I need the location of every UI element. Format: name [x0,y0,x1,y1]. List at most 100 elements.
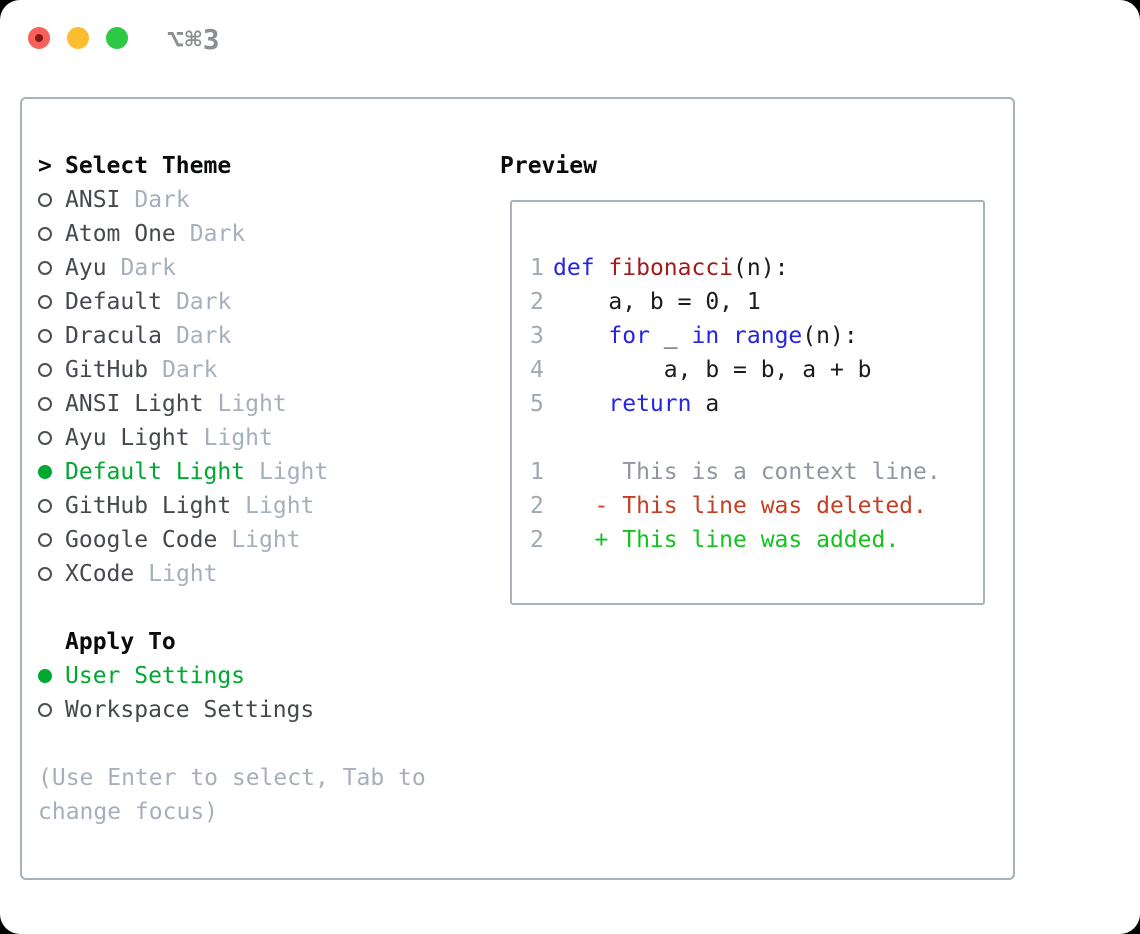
selection-caret: > [38,153,52,179]
code-token-plain [553,391,608,417]
code-line: 2 a, b = 0, 1 [530,285,941,319]
code-token-plain: a, b = 0, 1 [553,289,761,315]
variant-tag: Dark [162,357,218,383]
line-number: 2 [530,493,544,519]
apply-option[interactable]: Workspace Settings [38,693,442,727]
theme-option[interactable]: GitHub Dark [38,353,442,387]
outline-circle-icon [38,193,52,207]
select-theme-title: Select Theme [65,153,232,179]
theme-option[interactable]: Google Code Light [38,523,442,557]
option-label: ANSI [65,187,121,213]
code-token-plain: _ [649,323,692,349]
theme-option[interactable]: GitHub Light Light [38,489,442,523]
option-label: User Settings [65,663,246,689]
outline-circle-icon [38,363,52,377]
code-line: 2 - This line was deleted. [530,489,941,523]
outline-circle-icon [38,227,52,241]
line-number: 2 [530,289,544,315]
filled-circle-icon [38,669,52,683]
code-line: 2 + This line was added. [530,523,941,557]
option-label: GitHub Light [65,493,232,519]
code-line: 4 a, b = b, a + b [530,353,941,387]
variant-tag: Light [231,527,301,553]
option-label: Default Light [65,459,246,485]
option-label: Workspace Settings [65,697,315,723]
theme-option[interactable]: ANSI Light Light [38,387,442,421]
outline-circle-icon [38,499,52,513]
line-number: 5 [530,391,544,417]
outline-circle-icon [38,703,52,717]
code-token-plain: (n): [733,255,789,281]
spacer [38,591,442,625]
theme-option[interactable]: Ayu Light Light [38,421,442,455]
option-label: Google Code [65,527,218,553]
apply-option[interactable]: User Settings [38,659,442,693]
line-number: 1 [530,255,544,281]
line-number: 4 [530,357,544,383]
code-token-deleted: - This line was deleted. [553,493,927,519]
variant-tag: Light [148,561,218,587]
code-token-plain: a [691,391,720,417]
code-token-plain [719,323,733,349]
filled-circle-icon [38,465,52,479]
variant-tag: Light [203,425,273,451]
code-token-keyword: def [553,255,595,281]
titlebar: ⌥⌘3 [0,0,1140,76]
outline-circle-icon [38,329,52,343]
zoom-traffic-light-icon[interactable] [106,27,128,49]
code-token-keyword: in [691,323,720,349]
code-token-plain [553,323,608,349]
outline-circle-icon [38,533,52,547]
variant-tag: Dark [134,187,190,213]
option-label: Atom One [65,221,176,247]
code-token-added: + This line was added. [553,527,900,553]
apply-to-header: Apply To [65,629,176,655]
variant-tag: Dark [189,221,246,247]
code-token-plain: (n): [802,323,858,349]
theme-option[interactable]: Default Dark [38,285,442,319]
variant-tag: Dark [175,289,232,315]
option-label: Ayu Light [65,425,190,451]
variant-tag: Light [217,391,287,417]
code-token-context: This is a context line. [553,459,941,485]
close-traffic-light-icon[interactable] [28,27,50,49]
variant-tag: Light [245,493,315,519]
outline-circle-icon [38,261,52,275]
variant-tag: Light [259,459,329,485]
theme-option[interactable]: Atom One Dark [38,217,442,251]
outline-circle-icon [38,295,52,309]
theme-option[interactable]: ANSI Dark [38,183,442,217]
theme-option[interactable]: Default Light Light [38,455,442,489]
line-number: 2 [530,527,544,553]
window-shortcut-label: ⌥⌘3 [167,23,221,56]
outline-circle-icon [38,397,52,411]
variant-tag: Dark [175,323,232,349]
code-line: 5 return a [530,387,941,421]
minimize-traffic-light-icon[interactable] [67,27,89,49]
close-dot-icon [35,34,43,42]
code-line: 3 for _ in range(n): [530,319,941,353]
help-text: (Use Enter to select, Tab to change focu… [38,765,426,825]
option-label: XCode [65,561,135,587]
preview-title: Preview [500,153,597,179]
outline-circle-icon [38,431,52,445]
line-number: 3 [530,323,544,349]
code-token-keyword: range [733,323,803,349]
code-token-plain: a, b = b, a + b [553,357,872,383]
option-label: Ayu [65,255,107,281]
option-label: Default [65,289,162,315]
code-token-keyword: for [608,323,650,349]
theme-option[interactable]: XCode Light [38,557,442,591]
option-label: ANSI Light [65,391,204,417]
option-label: GitHub [65,357,149,383]
code-line [530,421,941,455]
